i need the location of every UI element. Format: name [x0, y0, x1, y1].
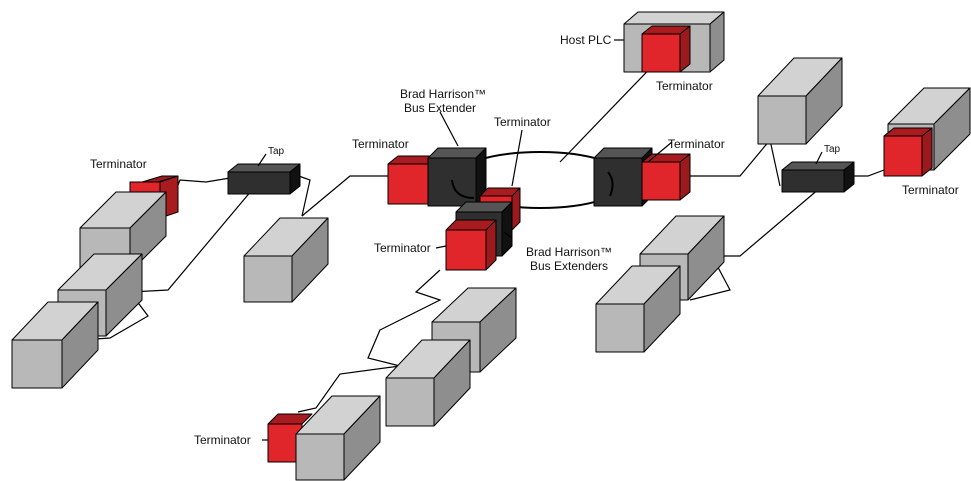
center-left-bus-extender	[427, 147, 487, 207]
center-right-terminator	[641, 153, 691, 201]
bus-extender-label-line1: Brad Harrison™	[400, 87, 486, 101]
center-left-terminator	[387, 155, 439, 205]
wire-right-trunk	[688, 139, 771, 177]
wire-host-plc	[559, 54, 664, 163]
left-tap-label: Tap	[268, 146, 285, 157]
wire-left-tap-loop	[295, 174, 311, 217]
center-right-terminator-label: Terminator	[668, 137, 725, 151]
wire-right-tap-loop	[769, 139, 781, 187]
wire-bottom-trunk	[297, 269, 442, 413]
host-plc-terminator-label: Terminator	[656, 79, 713, 93]
right-device-4	[595, 265, 681, 353]
right-tap	[781, 161, 855, 193]
center-top-terminator-label: Terminator	[494, 115, 551, 129]
right-terminator	[883, 127, 933, 177]
bus-extenders-label-line2: Bus Extenders	[530, 259, 608, 273]
left-device-3	[11, 301, 99, 389]
bus-extenders-label-line1: Brad Harrison™	[526, 245, 612, 259]
center-left-terminator-label: Terminator	[352, 137, 409, 151]
wire-left-tap-drop	[79, 189, 253, 341]
bus-extender-label-line2: Bus Extender	[404, 101, 476, 115]
wire-left-trunk	[301, 175, 392, 217]
bottom-terminator-label: Terminator	[194, 433, 251, 447]
bottom-device-3	[295, 395, 381, 481]
right-tap-label: Tap	[824, 144, 841, 155]
center-lower-terminator-label: Terminator	[374, 241, 431, 255]
bottom-device-2	[385, 339, 471, 427]
host-plc-terminator	[641, 25, 691, 73]
center-lower-terminator	[445, 219, 497, 271]
host-plc-label: Host PLC	[560, 33, 612, 47]
right-device-1	[757, 57, 843, 145]
wire-left-tap-chain	[175, 177, 231, 191]
right-terminator-label: Terminator	[902, 183, 959, 197]
left-tap	[227, 163, 301, 195]
left-device-4	[243, 217, 329, 303]
wire-right-tap-terminator	[852, 169, 885, 177]
leader-lines	[257, 39, 823, 441]
left-terminator-label: Terminator	[90, 157, 147, 171]
bottom-terminator	[267, 413, 313, 463]
